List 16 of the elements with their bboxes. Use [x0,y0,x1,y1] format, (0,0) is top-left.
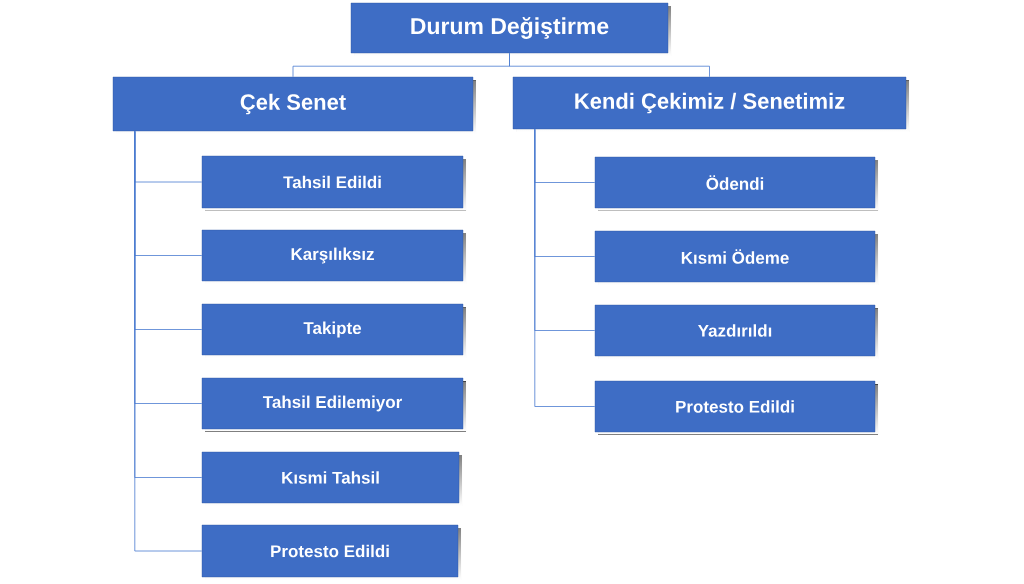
category-box: Kendi Çekimiz / Senetimiz [512,76,909,132]
connector-line [134,130,203,552]
connector-line [534,128,596,407]
status-box: Protesto Edildi [201,524,461,580]
status-box: Kısmi Ödeme [594,230,878,285]
status-box: Karşılıksız [201,229,466,284]
connector-line [509,52,710,78]
status-box: Tahsil Edilemiyor [201,377,466,432]
status-box: Yazdırıldı [594,304,878,359]
status-box: Protesto Edildi [594,380,878,435]
status-box: Tahsil Edildi [201,155,466,211]
status-box: Kısmi Tahsil [201,451,462,506]
title-box: Durum Değiştirme [350,2,671,56]
category-box: Çek Senet [112,76,476,134]
status-box: Ödendi [594,156,878,211]
status-box: Takipte [201,303,466,358]
